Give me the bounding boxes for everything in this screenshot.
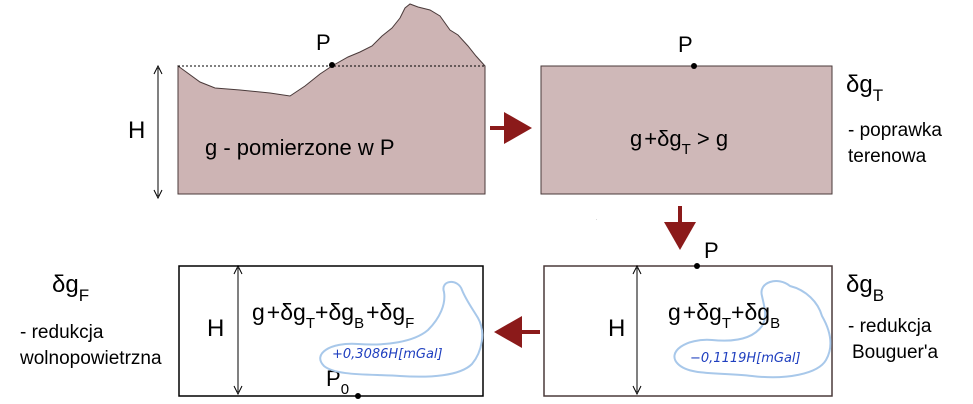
measured-gravity-text: g - pomierzone w P xyxy=(205,135,395,160)
terrain-formula: g+δgT > g xyxy=(630,126,728,158)
height-arrow-top xyxy=(153,64,163,75)
annotation-cloud xyxy=(319,281,484,378)
point-p-label: P xyxy=(316,30,331,55)
bouguer-desc-2: Bouguer'a xyxy=(852,342,938,363)
svg-text:.: . xyxy=(596,216,597,221)
height-label: H xyxy=(608,315,625,342)
panel-bouguer: P H g+δgT+δgB −0,1119H[mGal] δgB - reduk… xyxy=(543,238,938,397)
height-arrow-bottom xyxy=(233,385,243,396)
terrain-correction-symbol: δgT xyxy=(846,71,883,105)
height-arrow-top xyxy=(233,264,243,275)
panel-free-air: H P0 g+δgT+δgB+δgF +0,3086H[mGal] δgF - … xyxy=(19,264,484,399)
free-air-symbol: δgF xyxy=(52,271,89,305)
terrain-correction-desc-2: terenowa xyxy=(848,146,927,167)
slab-rect xyxy=(543,265,833,397)
free-air-formula: g+δgT+δgB+δgF xyxy=(252,299,414,332)
free-air-desc-2: wolnopowietrzna xyxy=(19,348,162,369)
point-p-label: P xyxy=(704,238,719,263)
free-air-annotation: +0,3086H[mGal] xyxy=(332,347,443,362)
annotation-cloud xyxy=(673,280,832,379)
bouguer-symbol: δgB xyxy=(846,271,884,305)
free-air-desc-1: - redukcja xyxy=(20,322,104,343)
height-label: H xyxy=(128,117,145,144)
height-label: H xyxy=(207,315,224,342)
height-arrow-top xyxy=(632,264,642,275)
point-p0-marker xyxy=(355,393,361,399)
slab-rect xyxy=(540,65,833,195)
point-p-marker xyxy=(691,63,697,69)
bouguer-annotation: −0,1119H[mGal] xyxy=(690,351,801,366)
point-p-marker xyxy=(329,62,335,68)
bouguer-desc-1: - redukcja xyxy=(848,316,932,337)
terrain-correction-desc-1: - poprawka xyxy=(848,120,942,141)
height-arrow-bottom xyxy=(632,385,642,396)
height-arrow-bottom xyxy=(153,189,163,200)
bouguer-formula: g+δgT+δgB xyxy=(668,299,780,332)
panel-measured: P H g - pomierzone w P xyxy=(128,3,486,200)
panel-terrain-correction: P g+δgT > g δgT - poprawka terenowa xyxy=(540,32,942,195)
slab-rect xyxy=(178,265,484,397)
point-p-label: P xyxy=(678,32,693,57)
terrain-shape xyxy=(177,3,486,195)
point-p-marker xyxy=(694,263,700,269)
